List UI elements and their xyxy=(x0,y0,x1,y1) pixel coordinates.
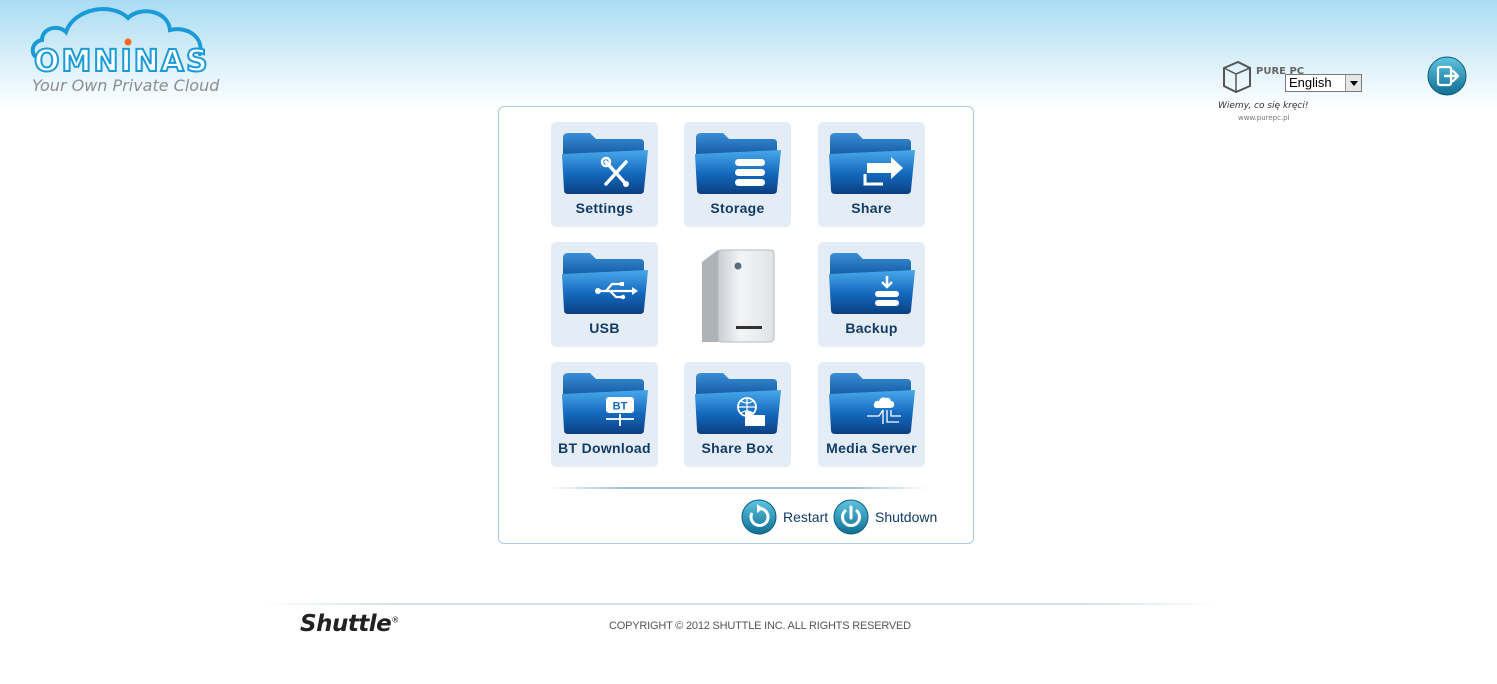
usb-icon xyxy=(562,253,648,314)
backup-download-icon xyxy=(829,253,915,314)
purepc-watermark: PURE PC Wiemy, co się kręci! www.purepc.… xyxy=(1216,58,1316,124)
share-arrow-icon xyxy=(829,133,915,194)
logout-arrow-icon xyxy=(1427,56,1467,96)
backup-tile[interactable]: Backup xyxy=(818,242,925,347)
language-selected: English xyxy=(1289,75,1332,90)
svg-text:BT: BT xyxy=(613,401,628,413)
chevron-down-icon[interactable] xyxy=(1345,75,1361,91)
share-box-tile[interactable]: Share Box xyxy=(684,362,791,467)
storage-stack-icon xyxy=(695,133,781,194)
copyright-text: COPYRIGHT © 2012 SHUTTLE INC. ALL RIGHTS… xyxy=(609,620,911,632)
bt-download-tile[interactable]: BT BT Download xyxy=(551,362,658,467)
restart-label: Restart xyxy=(783,509,829,525)
usb-label: USB xyxy=(589,320,620,336)
power-icon xyxy=(833,499,869,535)
restart-button[interactable]: Restart xyxy=(741,499,828,535)
shutdown-button[interactable]: Shutdown xyxy=(833,499,937,535)
watermark-url: www.purepc.pl xyxy=(1238,114,1290,122)
registered-mark: ® xyxy=(391,615,399,625)
omninas-logo: OMNINAS Your Own Private Cloud xyxy=(28,4,228,100)
share-tile[interactable]: Share xyxy=(818,122,925,227)
share-label: Share xyxy=(851,200,892,216)
panel-divider xyxy=(548,487,928,489)
watermark-slogan: Wiemy, co się kręci! xyxy=(1218,101,1308,111)
storage-tile[interactable]: Storage xyxy=(684,122,791,227)
cloud-network-icon xyxy=(829,373,915,434)
shuttle-brand: Shuttle xyxy=(300,611,392,637)
media-server-tile[interactable]: Media Server xyxy=(818,362,925,467)
storage-label: Storage xyxy=(710,200,765,216)
share-box-label: Share Box xyxy=(701,440,774,456)
media-server-label: Media Server xyxy=(826,440,917,456)
footer-divider xyxy=(262,603,1217,605)
watermark-logo-text: PURE PC xyxy=(1256,66,1304,77)
logo-tagline: Your Own Private Cloud xyxy=(32,76,220,95)
tools-icon xyxy=(562,133,648,194)
shuttle-logo: Shuttle® xyxy=(300,611,399,637)
logo-wordmark: OMNINAS xyxy=(33,43,210,80)
logout-button[interactable] xyxy=(1427,56,1467,96)
settings-tile[interactable]: Settings xyxy=(551,122,658,227)
nas-device-image xyxy=(696,248,776,349)
bt-icon: BT xyxy=(562,373,648,434)
language-select[interactable]: English xyxy=(1285,74,1362,92)
usb-tile[interactable]: USB xyxy=(551,242,658,347)
restart-icon xyxy=(741,499,777,535)
bt-download-label: BT Download xyxy=(558,440,651,456)
cloud-icon xyxy=(30,7,203,60)
shutdown-label: Shutdown xyxy=(875,509,938,525)
settings-label: Settings xyxy=(575,200,634,216)
globe-folder-icon xyxy=(695,373,781,434)
backup-label: Backup xyxy=(845,320,898,336)
